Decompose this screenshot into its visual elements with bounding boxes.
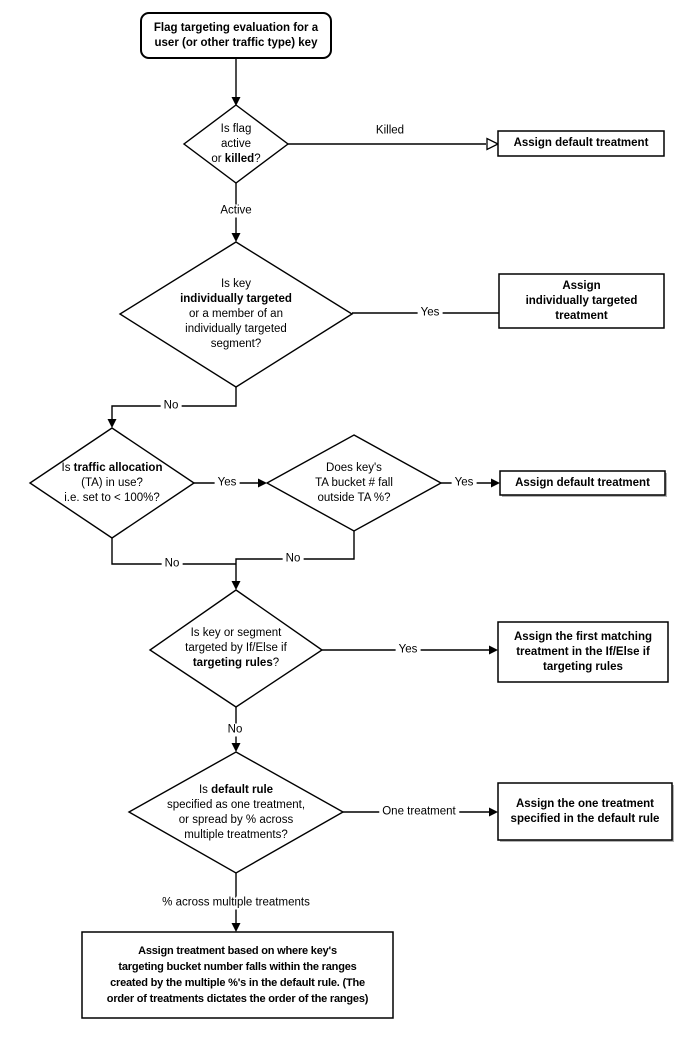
arrowhead-open-right-icon — [486, 137, 500, 151]
edge-no-bucket — [235, 531, 355, 581]
process-assign-default-2-shape — [499, 470, 666, 496]
arrowhead-down-icon — [231, 581, 241, 590]
decision-ta-bucket-shape — [265, 434, 443, 532]
edge-no-ta — [111, 538, 236, 565]
decision-default-rule-shape — [127, 751, 345, 874]
process-assign-default-1-shape — [497, 130, 665, 157]
arrowhead-right-icon — [489, 807, 498, 817]
process-assign-first-matching-shape — [497, 621, 669, 683]
process-assign-individual-shape — [498, 273, 665, 329]
arrowhead-right-icon — [491, 478, 500, 488]
decision-individually-targeted-shape — [118, 241, 354, 388]
decision-flag-active-shape — [182, 104, 290, 184]
arrowhead-down-icon — [231, 97, 241, 106]
process-assign-one-treatment-shape — [497, 782, 673, 841]
arrowhead-right-icon — [258, 478, 267, 488]
arrowhead-right-icon — [489, 645, 498, 655]
edge-no-individual — [111, 387, 237, 419]
arrowhead-down-icon — [231, 743, 241, 752]
arrowhead-down-icon — [231, 233, 241, 242]
decision-targeting-rules-shape — [148, 589, 324, 708]
process-assign-by-ranges-shape — [81, 931, 394, 1019]
arrowhead-down-icon — [107, 419, 117, 428]
arrowhead-down-icon — [231, 923, 241, 932]
start-node-shape — [140, 12, 332, 59]
decision-traffic-allocation-shape — [28, 427, 196, 539]
